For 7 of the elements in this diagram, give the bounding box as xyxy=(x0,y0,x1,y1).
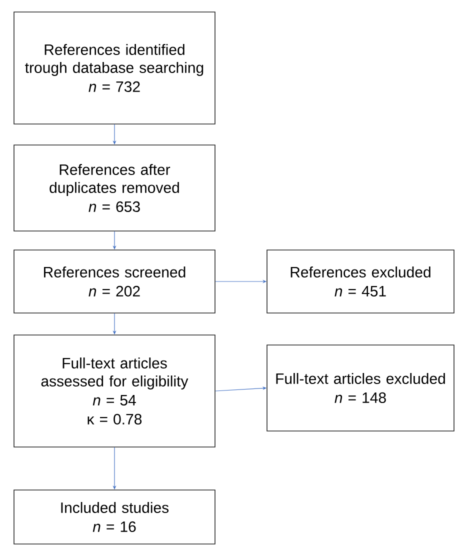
process-box: Full-text articles excluded n = 148 xyxy=(266,344,454,432)
process-box: References identified trough database searching n = 732 xyxy=(14,12,216,124)
process-box: References after duplicates removed n = 653 xyxy=(14,144,216,232)
process-box: Included studies n = 16 xyxy=(14,490,216,544)
process-box: Full-text articles assessed for eligibility n = 54 κ = 0.78 xyxy=(14,334,216,448)
process-box: References screened n = 202 xyxy=(14,250,216,314)
process-box: References excluded n = 451 xyxy=(266,250,454,314)
